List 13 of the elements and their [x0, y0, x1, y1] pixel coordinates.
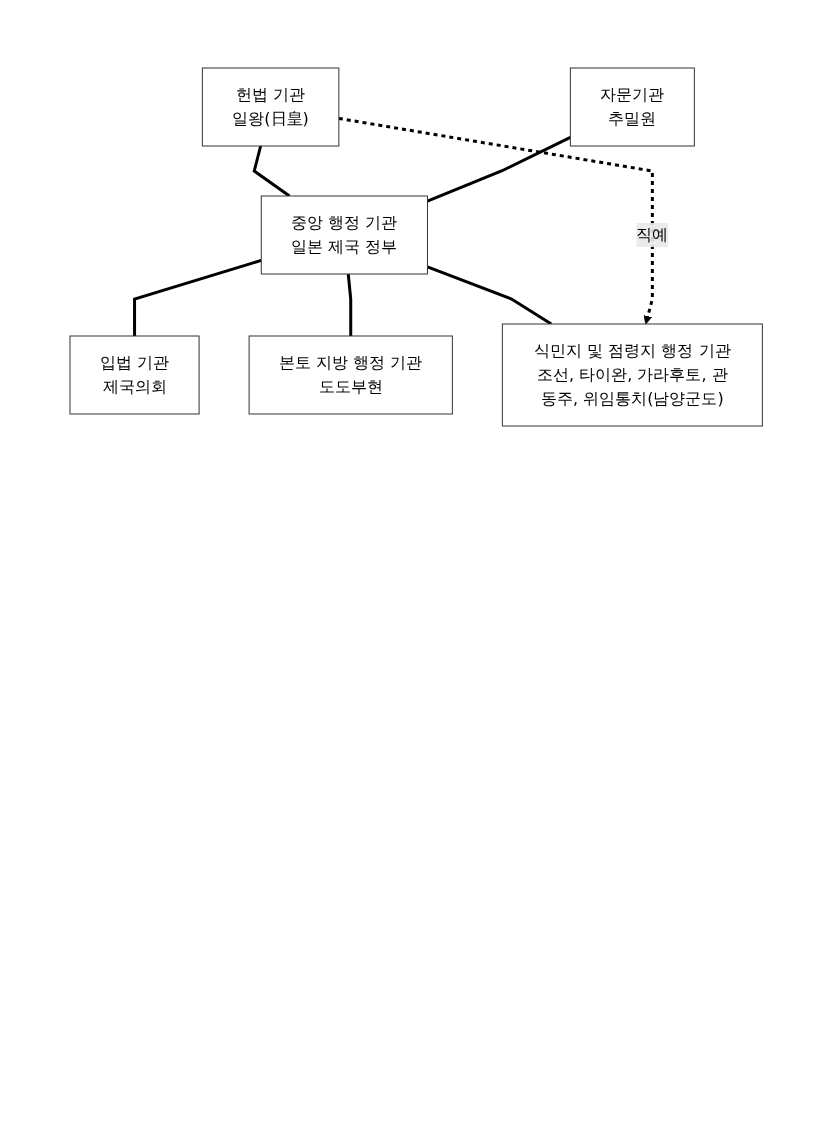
connector: [427, 136, 572, 203]
arrow: [338, 116, 655, 325]
node-box: 자문기관 추밀원: [570, 67, 696, 147]
node-box: 식민지 및 점령지 행정 기관 조선, 타이완, 가라후토, 관동주, 위임통치(남양군도): [502, 323, 764, 427]
connector: [347, 273, 353, 336]
edge-label: 직예: [636, 225, 669, 244]
node-box: 헌법 기관 일왕(日皇): [202, 67, 340, 147]
node-box: 입법 기관 제국의회: [69, 335, 200, 415]
connector: [427, 265, 553, 326]
connector: [133, 258, 263, 336]
connector: [252, 145, 291, 198]
node-box: 중앙 행정 기관 일본 제국 정부: [261, 195, 429, 275]
node-box: 본토 지방 행정 기관 도도부현: [248, 335, 454, 415]
